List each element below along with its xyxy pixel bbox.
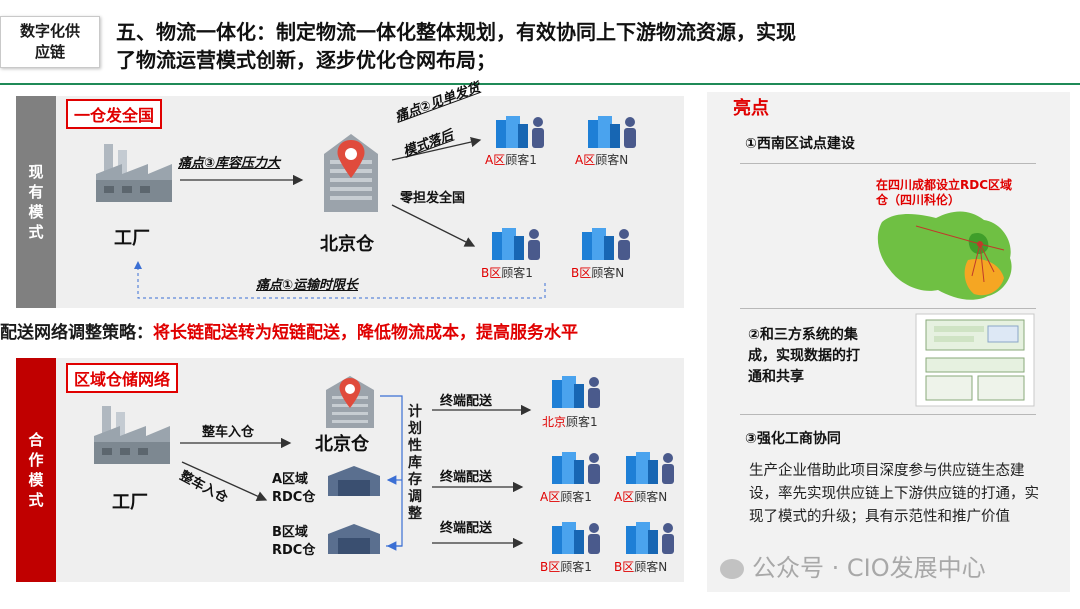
customer-label: B区顾客N bbox=[614, 560, 668, 574]
category-tag-line2: 应链 bbox=[34, 43, 65, 61]
factory-icon bbox=[94, 406, 170, 464]
customer-group bbox=[622, 520, 678, 562]
rdc-warehouse-b-icon bbox=[328, 524, 380, 554]
customer-group bbox=[488, 226, 548, 268]
highlight-item-2: ②和三方系统的集 成，实现数据的打 通和共享 bbox=[748, 327, 860, 385]
rdc-warehouse-a-icon bbox=[328, 466, 380, 496]
side-char: 式 bbox=[28, 491, 44, 509]
customer-label: B区顾客1 bbox=[540, 560, 592, 574]
page-title-line2: 了物流运营模式创新，逐步优化仓网布局； bbox=[116, 48, 496, 72]
strategy-text: 将长链配送转为短链配送，降低物流成本，提高服务水平 bbox=[153, 323, 578, 343]
coop-model-tag: 区域仓储网络 bbox=[66, 363, 179, 393]
customer-building-icon bbox=[582, 228, 630, 260]
factory-label: 工厂 bbox=[114, 228, 150, 249]
ltl-label: 零担发全国 bbox=[400, 191, 466, 206]
rdc-b-line1: B区域 bbox=[272, 525, 308, 540]
sichuan-map-icon bbox=[877, 211, 1012, 300]
truck-in-label-1: 整车入仓 bbox=[202, 425, 255, 440]
map-caption: 在四川成都设立RDC区域 仓（四川科伦） bbox=[876, 178, 1013, 207]
warehouse-to-b-arrow bbox=[391, 204, 476, 247]
factory-icon bbox=[96, 144, 172, 202]
system-integration-diagram-icon bbox=[915, 313, 1035, 407]
highlight-description: 生产企业借助此项目深度参与供应链生态建设，率先实现供应链上下游供应链的打通，实现… bbox=[749, 463, 1039, 525]
customer-building-icon bbox=[626, 452, 674, 484]
pain-point-3: 痛点③库容压力大 bbox=[178, 156, 281, 171]
customer-group bbox=[548, 374, 604, 416]
terminal-label-1: 终端配送 bbox=[440, 394, 493, 409]
warehouse-building-icon bbox=[324, 134, 378, 212]
factory-label: 工厂 bbox=[112, 492, 148, 513]
side-char: 合 bbox=[28, 431, 44, 449]
customer-group bbox=[578, 226, 638, 268]
customer-group bbox=[548, 450, 604, 492]
customer-label: 北京顾客1 bbox=[542, 415, 598, 429]
terminal-label-3: 终端配送 bbox=[440, 521, 493, 536]
side-char: 现 bbox=[28, 163, 44, 181]
highlight-item-3: ③强化工商协同 bbox=[745, 431, 841, 447]
side-char: 模 bbox=[28, 471, 44, 489]
category-tag: 数字化供 应链 bbox=[0, 16, 100, 68]
customer-group bbox=[548, 520, 604, 562]
customer-label: B区顾客N bbox=[571, 266, 625, 280]
page-title-line1: 五、物流一体化：制定物流一体化整体规划，有效协同上下游物流资源，实现 bbox=[116, 20, 796, 44]
customer-building-icon bbox=[552, 522, 600, 554]
warehouse-to-a-arrow bbox=[391, 136, 482, 161]
category-tag-line1: 数字化供 bbox=[19, 22, 80, 40]
current-model-side-label: 现 有 模 式 bbox=[16, 96, 56, 308]
customer-building-icon bbox=[626, 522, 674, 554]
customer-building-icon bbox=[496, 116, 544, 148]
customer-building-icon bbox=[492, 228, 540, 260]
customer-building-icon bbox=[588, 116, 636, 148]
customer-group bbox=[622, 450, 678, 492]
strategy-label: 配送网络调整策略： bbox=[0, 323, 153, 343]
warehouse-building-icon bbox=[326, 376, 374, 428]
planned-inventory-adjust: 计划 性库 存调 整 bbox=[408, 404, 422, 522]
warehouse-label: 北京仓 bbox=[320, 234, 374, 255]
rdc-a-line1: A区域 bbox=[272, 472, 309, 487]
customer-label: A区顾客N bbox=[575, 153, 629, 167]
coop-model-side-label: 合 作 模 式 bbox=[16, 358, 56, 582]
factory-to-rdc-arrow bbox=[181, 461, 268, 501]
rdc-a-line2: RDC仓 bbox=[272, 490, 316, 505]
strategy-line: 配送网络调整策略：将长链配送转为短链配送，降低物流成本，提高服务水平 bbox=[0, 318, 578, 343]
customer-label: A区顾客N bbox=[614, 490, 668, 504]
customer-building-icon bbox=[552, 452, 600, 484]
customer-label: B区顾客1 bbox=[481, 266, 533, 280]
watermark: 公众号 · CIO发展中心 bbox=[720, 548, 986, 583]
customer-group bbox=[492, 114, 552, 156]
side-char: 式 bbox=[28, 223, 44, 241]
highlight-divider bbox=[740, 308, 1036, 309]
inventory-bracket bbox=[380, 395, 403, 547]
pain-point-1: 痛点①运输时限长 bbox=[256, 278, 359, 293]
highlight-divider bbox=[740, 163, 1036, 164]
side-char: 作 bbox=[28, 451, 44, 469]
highlights-title: 亮点 bbox=[733, 98, 769, 119]
transport-time-dashed-loop bbox=[134, 261, 546, 299]
warehouse-label: 北京仓 bbox=[315, 434, 369, 455]
customer-building-icon bbox=[552, 376, 600, 408]
highlight-divider bbox=[740, 414, 1036, 415]
customer-label: A区顾客1 bbox=[485, 153, 537, 167]
side-char: 模 bbox=[28, 203, 44, 221]
page-title: 五、物流一体化：制定物流一体化整体规划，有效协同上下游物流资源，实现 了物流运营… bbox=[116, 18, 996, 74]
wechat-icon bbox=[720, 559, 744, 579]
title-rule bbox=[0, 83, 1080, 85]
customer-group bbox=[584, 114, 644, 156]
highlight-item-1: ①西南区试点建设 bbox=[745, 136, 855, 152]
side-char: 有 bbox=[28, 183, 44, 201]
customer-label: A区顾客1 bbox=[540, 490, 592, 504]
rdc-b-line2: RDC仓 bbox=[272, 543, 316, 558]
current-model-tag: 一仓发全国 bbox=[66, 99, 163, 129]
terminal-label-2: 终端配送 bbox=[440, 470, 493, 485]
